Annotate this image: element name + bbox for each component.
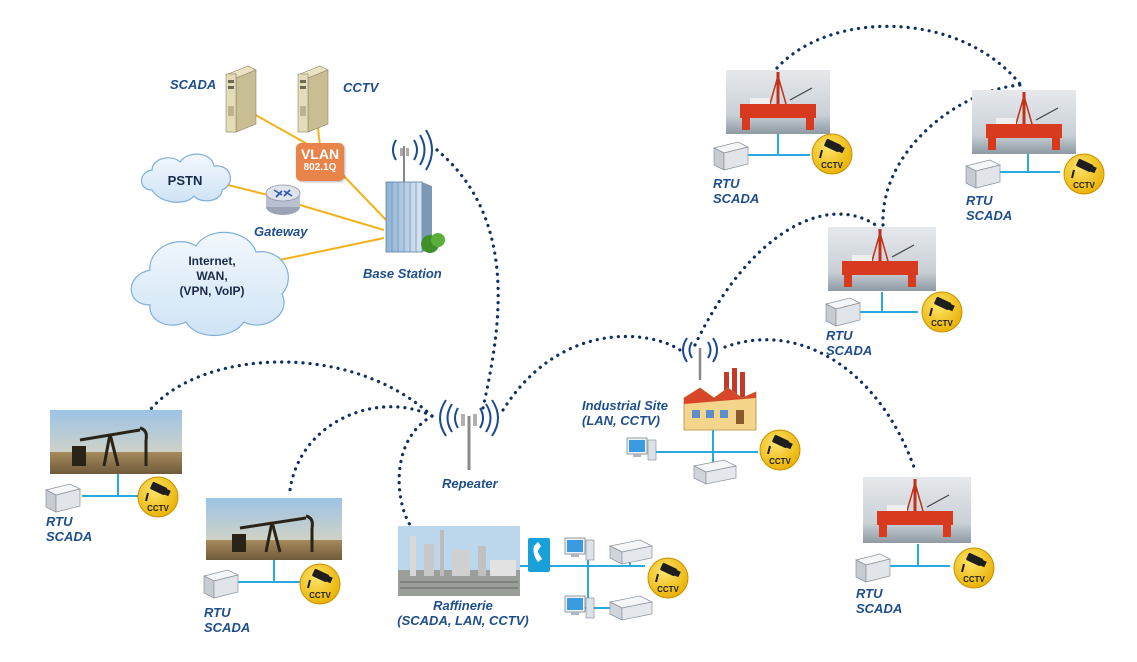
scada-label: SCADA (713, 191, 760, 206)
core-links (227, 112, 389, 263)
offshore-platform-photo-1 (726, 70, 830, 134)
printer-icon (608, 539, 654, 565)
rtu-label: RTU (204, 605, 231, 620)
site-label-rig-1: RTU SCADA (713, 176, 759, 206)
cctv-server-label: CCTV (343, 80, 379, 95)
scada-label: SCADA (204, 620, 251, 635)
printer-icon (608, 595, 654, 621)
site-label-pump-1: RTU SCADA (46, 514, 92, 544)
raffinerie-line2: (SCADA, LAN, CCTV) (397, 613, 529, 628)
rtu-label: RTU (966, 193, 993, 208)
site-label-rig-2: RTU SCADA (966, 193, 1012, 223)
internet-cloud-label: Internet, WAN, (VPN, VoIP) (162, 254, 262, 299)
raffinerie-label: Raffinerie (SCADA, LAN, CCTV) (390, 598, 536, 628)
rtu-box-icon (712, 141, 750, 171)
rtu-devices (44, 141, 1002, 599)
offshore-platform-photo-2 (972, 90, 1076, 154)
link-repeater-pump2 (288, 405, 434, 492)
internet-label-line1: Internet, (188, 254, 236, 268)
desktop-pc-icon (564, 595, 595, 619)
link-repeater-refinery (397, 414, 434, 527)
wireless-links (148, 24, 1022, 527)
cctv-camera-badge-icon: CCTV (137, 476, 179, 518)
cctv-camera-badge-icon: CCTV (921, 291, 963, 333)
base-station-icon (385, 129, 445, 253)
scada-server-label: SCADA (170, 77, 217, 92)
link-industrial-rig4 (723, 338, 917, 472)
cctv-camera-badge-icon: CCTV (1063, 153, 1105, 195)
gateway-label: Gateway (254, 224, 308, 239)
cctv-badge-label: CCTV (821, 161, 843, 170)
offshore-platform-photo-4 (863, 477, 971, 543)
oil-pump-photo-1 (50, 410, 182, 474)
scada-label: SCADA (856, 601, 903, 616)
desktop-pc-icon (564, 537, 595, 561)
vlan-switch-icon: VLAN 802.1Q (296, 143, 344, 181)
cctv-badge-label: CCTV (931, 319, 953, 328)
cctv-badge-label: CCTV (657, 585, 679, 594)
offshore-platform-photo-3 (828, 227, 936, 291)
site-label-rig-4: RTU SCADA (856, 586, 902, 616)
cctv-badges: CCTV CCTV CCTV CCTV CCTV CCTV CCTV CCTV (137, 133, 1105, 605)
rtu-label: RTU (713, 176, 740, 191)
vlan-label: VLAN (300, 146, 340, 162)
cctv-camera-badge-icon: CCTV (953, 547, 995, 589)
industrial-site-line2: (LAN, CCTV) (582, 413, 660, 428)
pstn-cloud-icon (140, 153, 231, 203)
cctv-badge-label: CCTV (147, 504, 169, 513)
link-basestation-repeater (435, 148, 500, 410)
scada-server-icon (225, 65, 257, 133)
raffinerie-line1: Raffinerie (433, 598, 493, 613)
site-label-pump-2: RTU SCADA (204, 605, 250, 635)
link-repeater-industrial (501, 334, 682, 412)
site-label-rig-3: RTU SCADA (826, 328, 872, 358)
scada-label: SCADA (46, 529, 93, 544)
industrial-site-line1: Industrial Site (582, 398, 668, 413)
scada-label: SCADA (826, 343, 873, 358)
link-rig3-rig2 (881, 83, 1022, 227)
link-repeater-pump1 (148, 360, 434, 418)
rtu-box-icon (824, 297, 862, 327)
cctv-badge-label: CCTV (1073, 181, 1095, 190)
printer-icon (692, 459, 738, 485)
factory-icon (683, 368, 757, 431)
pstn-label: PSTN (167, 173, 203, 188)
oil-pump-photo-2 (206, 498, 342, 560)
internet-label-line3: (VPN, VoIP) (179, 284, 245, 298)
rtu-box-icon (854, 553, 892, 583)
ip-phone-icon (528, 538, 550, 572)
cctv-camera-badge-icon: CCTV (647, 557, 689, 599)
rtu-box-icon (202, 569, 240, 599)
gateway-router-icon (265, 184, 301, 215)
cctv-badge-label: CCTV (963, 575, 985, 584)
cctv-camera-badge-icon: CCTV (759, 429, 801, 471)
base-station-label: Base Station (363, 266, 442, 281)
rtu-label: RTU (826, 328, 853, 343)
rtu-label: RTU (856, 586, 883, 601)
link-rig1-rig2 (775, 24, 1022, 86)
rtu-box-icon (964, 159, 1002, 189)
repeater-tower-icon (439, 399, 499, 470)
internet-label-line2: WAN, (196, 269, 228, 283)
rtu-label: RTU (46, 514, 73, 529)
repeater-label: Repeater (442, 476, 498, 491)
industrial-site-label: Industrial Site (LAN, CCTV) (582, 398, 668, 428)
cctv-badge-label: CCTV (309, 591, 331, 600)
refinery-photo (398, 526, 520, 596)
scada-label: SCADA (966, 208, 1013, 223)
cctv-camera-badge-icon: CCTV (299, 563, 341, 605)
cctv-camera-badge-icon: CCTV (811, 133, 853, 175)
industrial-antenna-icon (682, 337, 718, 380)
rtu-box-icon (44, 483, 82, 513)
cctv-server-icon (297, 65, 329, 133)
desktop-pc-icon (626, 437, 657, 461)
cctv-badge-label: CCTV (769, 457, 791, 466)
vlan-standard-label: 802.1Q (303, 162, 337, 173)
internet-cloud-icon (130, 231, 289, 336)
